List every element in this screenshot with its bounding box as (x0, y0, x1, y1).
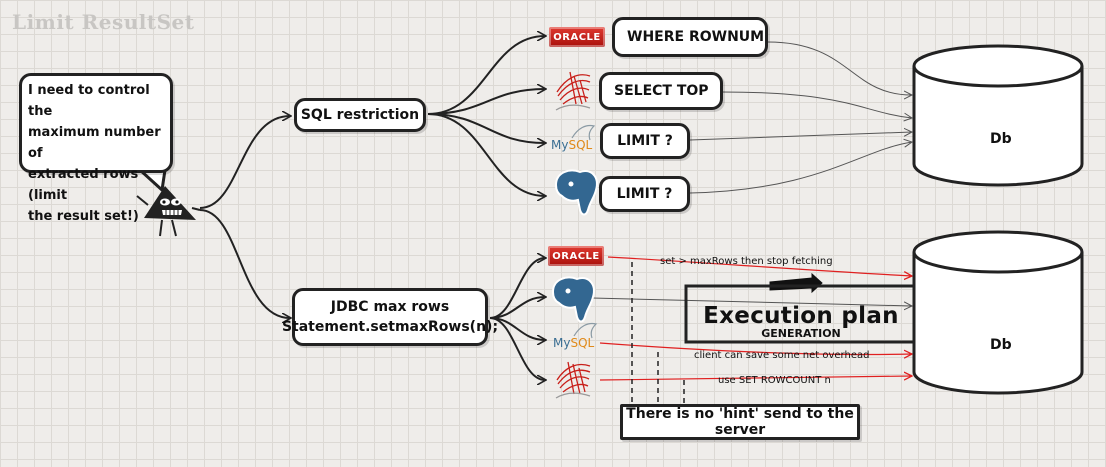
mysql-logo-bottom: MySQL (553, 336, 594, 350)
mysql-logo-top: MySQL (551, 138, 592, 152)
speech-bubble: I need to control the maximum number of … (19, 73, 173, 224)
connector-to-sqlserver-bottom (489, 317, 545, 380)
oracle-annotation: set > maxRows then stop fetching (660, 256, 833, 267)
speech-line-2: maximum number of (28, 125, 161, 161)
connector-to-mysql-top (427, 113, 545, 143)
mysql-dolphin-bottom (573, 322, 598, 339)
db-bottom-label: Db (990, 337, 1012, 353)
limit-mysql-label: LIMIT ? (617, 133, 673, 149)
execution-plan-subtitle: GENERATION (761, 327, 841, 340)
sql-server-logo-bottom (555, 361, 591, 399)
limit-postgres-node: LIMIT ? (599, 176, 690, 212)
postgresql-elephant-logo-bottom (551, 276, 595, 323)
connector-to-postgres-top (427, 113, 545, 196)
mysql-sql-text: SQL (570, 336, 595, 350)
sql-server-logo-top (555, 71, 591, 111)
no-hint-label: There is no 'hint' send to the server (626, 406, 854, 438)
mysql-sql-text: SQL (568, 138, 593, 152)
connector-to-oracle-bottom (489, 258, 545, 319)
jdbc-label-line1: JDBC max rows (330, 299, 450, 315)
mysql-annotation: client can save some net overhead (694, 350, 870, 361)
black-arrow-shape (769, 272, 823, 294)
sql-restriction-label: SQL restriction (300, 107, 420, 123)
red-arrow-oracle (607, 256, 912, 276)
jdbc-label-line2: Statement.setmaxRows(n); (281, 319, 499, 335)
mysql-my-text: My (553, 336, 571, 350)
limit-postgres-label: LIMIT ? (616, 186, 673, 202)
connector-to-sql-restriction (199, 116, 290, 209)
triangle-character-icon (136, 186, 201, 237)
oracle-logo-text: ORACLE (553, 31, 601, 43)
line-where-rownum-to-db (767, 41, 912, 95)
sqlserver-annotation: use SET ROWCOUNT n (718, 375, 831, 386)
speech-line-4: the result set!) (28, 209, 139, 224)
oracle-logo-top: ORACLE (549, 27, 605, 47)
where-rownum-node: WHERE ROWNUM (612, 17, 768, 57)
db-cylinder-top (912, 44, 1084, 187)
oracle-logo-text: ORACLE (552, 250, 600, 262)
line-select-top-to-db (721, 91, 912, 118)
select-top-node: SELECT TOP (599, 72, 723, 110)
mysql-my-text: My (551, 138, 569, 152)
mysql-dolphin-top (571, 124, 596, 141)
line-limit-mysql-to-db (689, 132, 912, 141)
speech-line-3: extracted rows (limit (28, 167, 139, 203)
jdbc-max-rows-node: JDBC max rows Statement.setmaxRows(n); (282, 288, 498, 346)
postgresql-elephant-logo-top (554, 169, 598, 216)
connector-to-sqlserver-top (427, 89, 545, 115)
where-rownum-label: WHERE ROWNUM (627, 29, 765, 45)
line-limit-postgres-to-db (689, 142, 912, 194)
sql-restriction-node: SQL restriction (294, 98, 426, 132)
no-hint-node: There is no 'hint' send to the server (620, 404, 860, 440)
execution-plan-title: Execution plan (703, 303, 899, 329)
diagram-title: Limit ResultSet (12, 10, 195, 34)
select-top-label: SELECT TOP (614, 83, 709, 99)
speech-line-1: I need to control the (28, 83, 150, 119)
limit-mysql-node: LIMIT ? (600, 123, 690, 159)
line-postgres-to-db-bottom (591, 297, 912, 306)
connector-to-jdbc (199, 209, 290, 318)
connector-to-postgres-bottom (489, 297, 545, 319)
red-arrow-mysql (599, 342, 912, 355)
db-top-label: Db (990, 131, 1012, 147)
red-arrow-sqlserver (599, 376, 912, 380)
oracle-logo-bottom: ORACLE (548, 246, 604, 266)
connector-to-oracle-top (427, 36, 545, 115)
db-cylinder-bottom (912, 230, 1084, 395)
